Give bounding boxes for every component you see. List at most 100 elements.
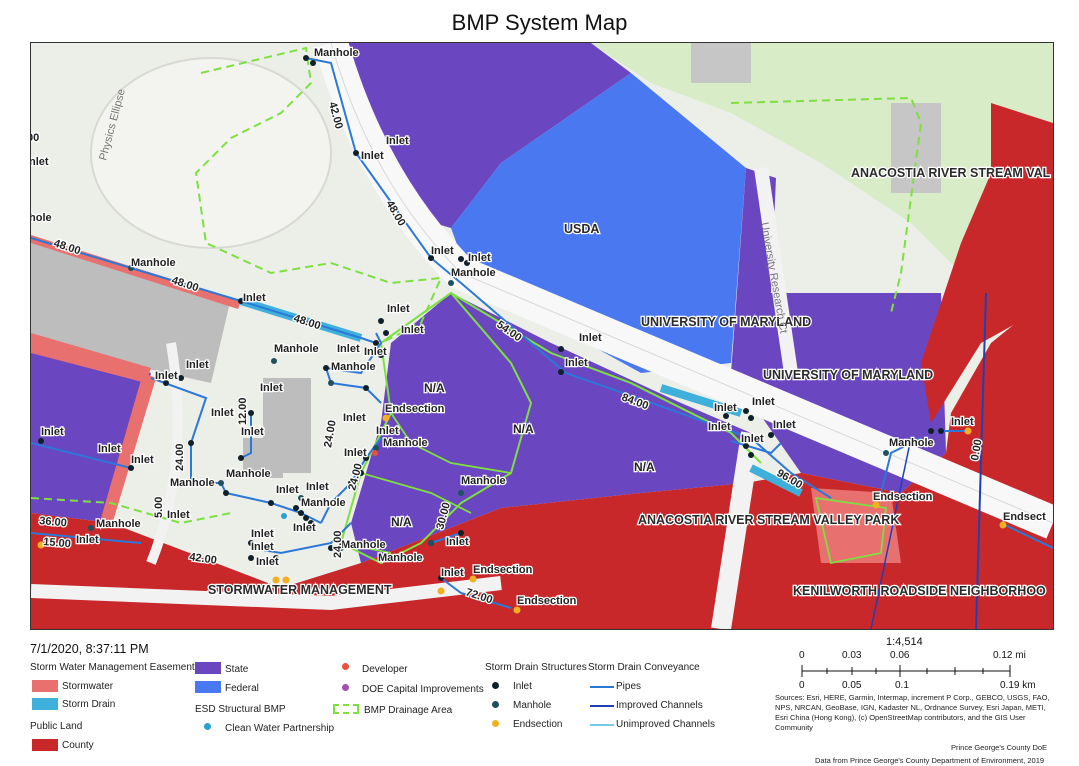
inlet-labels: Inlet Inlet Inlet Inlet Inlet Inlet Inle… <box>40 134 975 581</box>
map-canvas[interactable]: USDA UNIVERSITY OF MARYLAND UNIVERSITY O… <box>31 43 1053 629</box>
legend-pipes: Pipes <box>616 681 642 692</box>
drainage-area <box>339 291 533 565</box>
drainage-area <box>814 496 887 565</box>
stormwater-easement <box>31 333 151 383</box>
edge-label: 00 <box>31 132 39 144</box>
timestamp: 7/1/2020, 8:37:11 PM <box>30 642 149 656</box>
legend-structures-title: Storm Drain Structures <box>485 662 587 673</box>
svg-text:Inlet: Inlet <box>256 556 279 568</box>
county-parcel <box>31 293 1053 629</box>
legend-stormwater: Stormwater <box>62 681 114 692</box>
scale-bar <box>801 665 1011 677</box>
map-view[interactable]: USDA UNIVERSITY OF MARYLAND UNIVERSITY O… <box>30 42 1054 630</box>
svg-text:Manhole: Manhole <box>226 468 271 480</box>
svg-text:Manhole: Manhole <box>461 475 506 487</box>
label-stormwater-mgmt: STORMWATER MANAGEMENT <box>208 583 392 597</box>
legend-swatch-storm-drain <box>32 698 58 710</box>
improved-channel <box>975 292 987 629</box>
building <box>891 103 941 193</box>
drainage-area-boundary <box>730 96 923 314</box>
svg-text:Inlet: Inlet <box>364 346 387 358</box>
road <box>711 431 761 629</box>
storm-drain-easement <box>749 464 803 497</box>
legend-dot-doe-capital <box>342 684 349 691</box>
svg-text:Inlet: Inlet <box>293 522 316 534</box>
svg-text:Inlet: Inlet <box>714 402 737 414</box>
svg-text:42.00: 42.00 <box>189 551 218 567</box>
svg-text:Manhole: Manhole <box>96 518 141 530</box>
legend-storm-drain: Storm Drain <box>62 699 116 710</box>
scale-ratio: 1:4,514 <box>886 636 923 648</box>
legend-swatch-state <box>195 662 221 674</box>
svg-text:Endsect: Endsect <box>1003 511 1046 523</box>
svg-text:Inlet: Inlet <box>579 332 602 344</box>
svg-text:Inlet: Inlet <box>741 433 764 445</box>
legend-developer: Developer <box>362 664 408 675</box>
legend-dot-inlet <box>492 682 499 689</box>
svg-text:Manhole: Manhole <box>274 343 319 355</box>
svg-text:Endsection: Endsection <box>385 403 445 415</box>
legend-swatch-stormwater <box>32 680 58 692</box>
svg-text:Inlet: Inlet <box>565 357 588 369</box>
legend-dot-manhole <box>492 701 499 708</box>
svg-text:Inlet: Inlet <box>708 421 731 433</box>
svg-text:Inlet: Inlet <box>186 359 209 371</box>
legend-drainage-area: BMP Drainage Area <box>364 705 453 716</box>
developer-marker <box>372 450 378 456</box>
svg-text:36.00: 36.00 <box>39 515 67 529</box>
scale-km-0: 0 <box>799 680 805 691</box>
manhole-markers <box>88 265 889 551</box>
scale-mi-0: 0 <box>799 650 805 661</box>
svg-text:Manhole: Manhole <box>131 257 176 269</box>
road <box>146 342 183 565</box>
legend-line-unimproved <box>590 724 614 726</box>
svg-text:24.00: 24.00 <box>332 530 344 558</box>
developer-marker <box>453 540 459 546</box>
svg-text:Inlet: Inlet <box>131 454 154 466</box>
svg-text:Endsection: Endsection <box>517 595 577 607</box>
legend-endsection: Endsection <box>513 719 563 730</box>
scale-mi-1: 0.03 <box>842 650 862 661</box>
legend-state: State <box>225 664 249 675</box>
svg-text:Inlet: Inlet <box>337 343 360 355</box>
legend-dot-endsection <box>492 720 499 727</box>
label-na-3: N/A <box>634 460 655 474</box>
building <box>691 43 751 83</box>
legend-doe-capital: DOE Capital Improvements <box>362 684 484 695</box>
map-title: BMP System Map <box>451 10 628 35</box>
svg-text:Manhole: Manhole <box>301 497 346 509</box>
storm-drain-easement <box>659 384 743 417</box>
svg-text:24.00: 24.00 <box>174 443 186 471</box>
svg-text:Inlet: Inlet <box>251 528 274 540</box>
credits: Sources: Esri, HERE, Garmin, Intermap, i… <box>775 693 1050 732</box>
legend-dot-clean-water <box>204 723 211 730</box>
edge-label: hole <box>31 212 52 224</box>
svg-text:Inlet: Inlet <box>401 324 424 336</box>
endsection-labels: Endsection Endsection Endsection Endsect… <box>384 402 1048 609</box>
legend-esd-title: ESD Structural BMP <box>195 704 286 715</box>
svg-text:12.00: 12.00 <box>237 397 249 425</box>
label-anacostia-top: ANACOSTIA RIVER STREAM VAL <box>851 166 1051 180</box>
svg-text:Inlet: Inlet <box>344 447 367 459</box>
label-na-2: N/A <box>513 422 534 436</box>
svg-text:Manhole: Manhole <box>331 361 376 373</box>
label-umd-1: UNIVERSITY OF MARYLAND <box>641 315 811 329</box>
drainage-area-boundary <box>31 497 232 525</box>
improved-channel <box>870 437 912 629</box>
svg-text:15.00: 15.00 <box>43 536 71 550</box>
legend-manhole: Manhole <box>513 700 552 711</box>
legend-dot-developer <box>342 663 349 670</box>
svg-text:Inlet: Inlet <box>441 567 464 579</box>
legend-swatch-federal <box>195 681 221 693</box>
svg-text:Inlet: Inlet <box>468 252 491 264</box>
svg-text:Inlet: Inlet <box>41 426 64 438</box>
svg-text:Inlet: Inlet <box>343 412 366 424</box>
scale-km-3: 0.19 km <box>1000 680 1036 691</box>
svg-text:Inlet: Inlet <box>167 509 190 521</box>
legend-public-land-title: Public Land <box>30 721 83 732</box>
road <box>31 576 502 611</box>
svg-text:Inlet: Inlet <box>241 426 264 438</box>
endsection-markers <box>37 414 1007 614</box>
svg-text:Inlet: Inlet <box>387 303 410 315</box>
svg-text:0.00: 0.00 <box>969 438 985 461</box>
